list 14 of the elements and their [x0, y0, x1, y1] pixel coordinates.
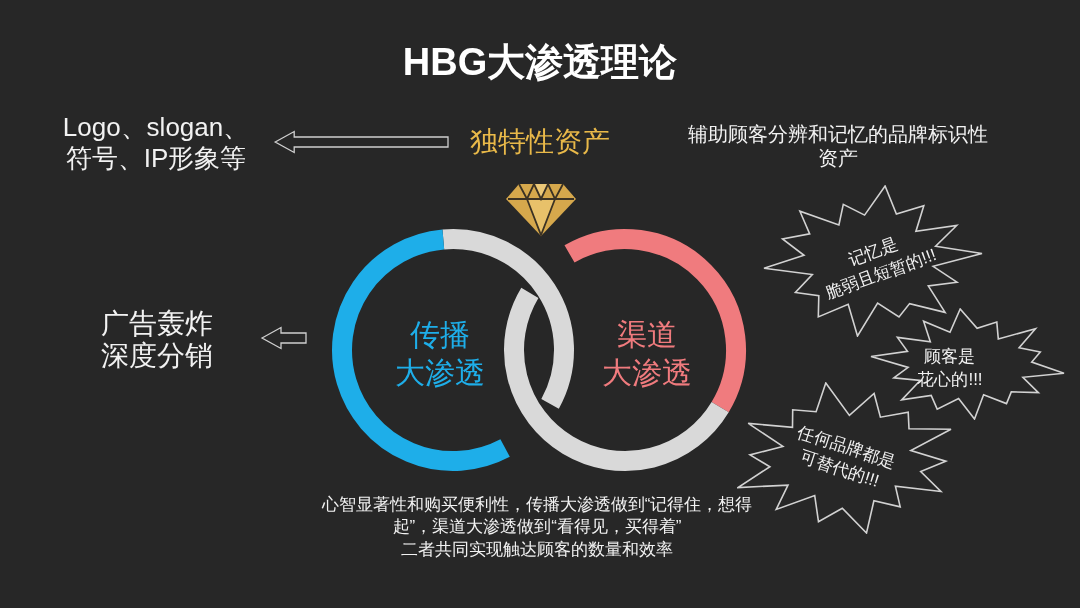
hollow-arrow — [273, 130, 449, 154]
summary-text: 二者共同实现触达顾客的数量和效率 — [401, 539, 673, 561]
ring-label: 渠道大渗透 — [602, 317, 692, 391]
burst-text: 任何品牌都是可替代的!!! — [794, 421, 899, 493]
hollow-arrow — [260, 326, 307, 350]
note-text: 深度分销 — [101, 340, 213, 372]
note-text: 广告轰炸 — [101, 308, 213, 340]
note-text: Logo、slogan、符号、IP形象等 — [62, 112, 250, 174]
ring-label: 传播大渗透 — [395, 317, 485, 391]
burst-text: 记忆是脆弱且短暂的!!! — [822, 233, 940, 305]
burst-text: 顾客是花心的!!! — [917, 346, 983, 391]
highlight-text: 独特性资产 — [470, 125, 610, 159]
summary-text: 心智显著性和购买便利性，传播大渗透做到“记得住，想得起”，渠道大渗透做到“看得见，买得着” — [321, 494, 753, 538]
title: HBG大渗透理论 — [402, 40, 678, 84]
